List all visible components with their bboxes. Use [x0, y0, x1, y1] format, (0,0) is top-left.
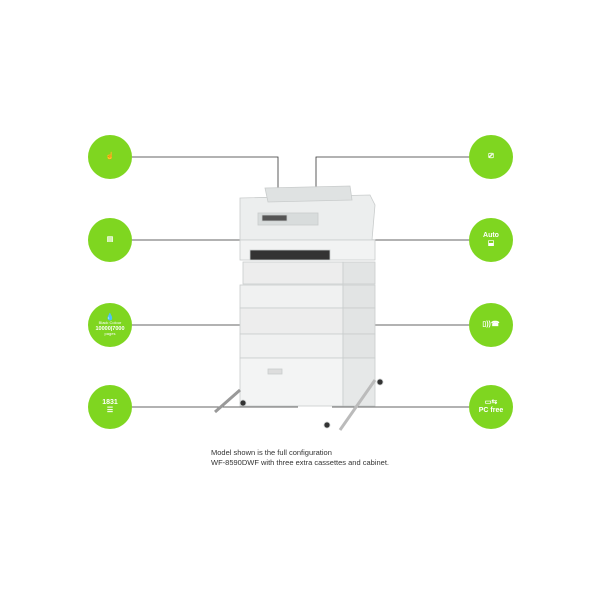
touchscreen-icon: ☝ — [88, 135, 132, 179]
print-speed-icon: ▤ — [88, 218, 132, 262]
model-caption: Model shown is the full configuration WF… — [211, 448, 389, 467]
wireless-print-icon: ▯))☎ — [469, 303, 513, 347]
scanner-icon: ⎚ — [469, 135, 513, 179]
printer-illustration — [214, 185, 384, 431]
usb-pc-free-icon: ▭⇆PC free — [469, 385, 513, 429]
ink-yield-icon: 💧 Black Colour 10000|7000 pages — [88, 303, 132, 347]
auto-duplex-icon: Auto⬓ — [469, 218, 513, 262]
paper-capacity-icon: 1831☰ — [88, 385, 132, 429]
